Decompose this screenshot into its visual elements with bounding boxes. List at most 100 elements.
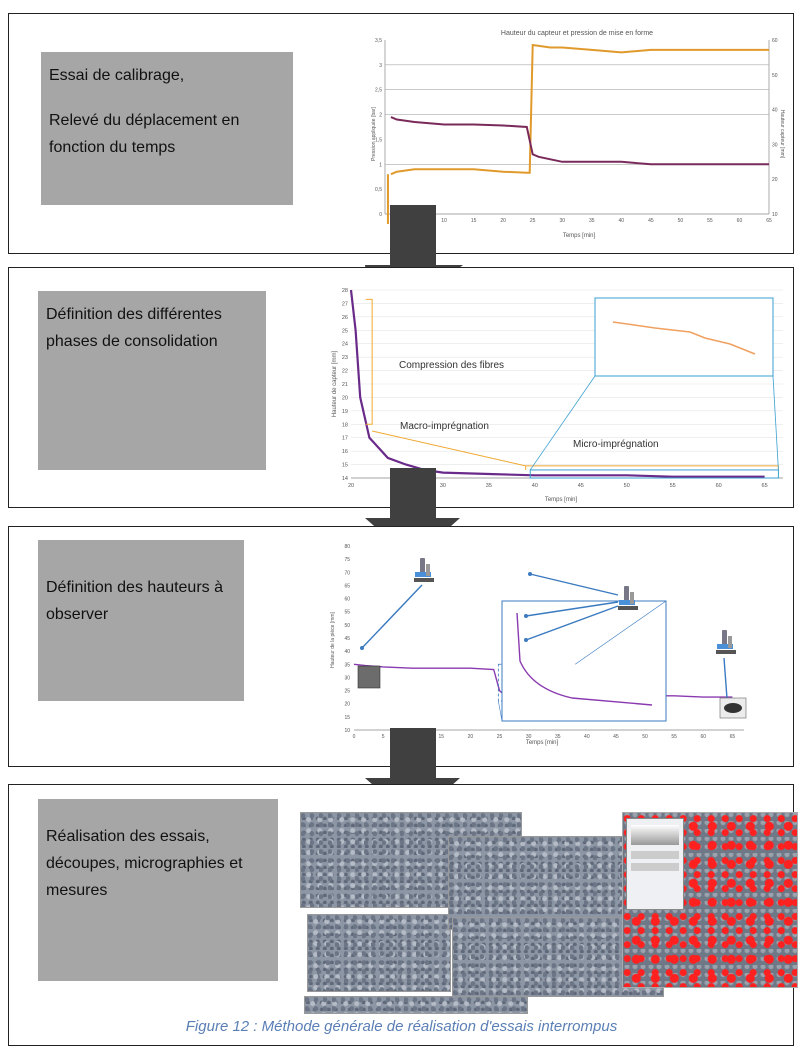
step-text: Définition des différentes phases de con… xyxy=(46,306,222,350)
y-tick-label-right: 40 xyxy=(772,108,778,114)
step-label-phases: Définition des différentes phases de con… xyxy=(38,291,266,470)
dialog-slider xyxy=(631,863,679,871)
y-tick-label: 25 xyxy=(344,689,350,695)
x-tick-label: 20 xyxy=(500,218,506,224)
zoom-box xyxy=(529,469,779,479)
y-tick-label-right: 60 xyxy=(772,38,778,44)
y-tick-label: 55 xyxy=(344,610,350,616)
pointer-arrow xyxy=(525,605,619,641)
y-tick-label: 15 xyxy=(344,715,350,721)
y-tick-label: 1,5 xyxy=(375,137,382,143)
step-label-hauteurs: Définition des hauteurs à observer xyxy=(38,540,244,701)
y-tick-label: 60 xyxy=(344,597,350,603)
x-tick-label: 0 xyxy=(353,734,356,740)
y-tick-label-right: 10 xyxy=(772,212,778,218)
y-tick-label-right: 30 xyxy=(772,142,778,148)
y-tick-label: 2,5 xyxy=(375,88,382,94)
annotation-compression: Compression des fibres xyxy=(399,360,504,371)
y-tick-label: 23 xyxy=(342,355,348,361)
y-tick-label: 2 xyxy=(379,113,382,119)
series-line xyxy=(349,289,765,478)
micrograph-image xyxy=(448,836,630,930)
annotation-micro: Micro-imprégnation xyxy=(573,439,659,450)
x-tick-label: 65 xyxy=(762,483,768,489)
y-tick-label: 16 xyxy=(342,449,348,455)
x-tick-label: 25 xyxy=(497,734,503,740)
chart-title: Hauteur du capteur et pression de mise e… xyxy=(501,30,653,37)
annotation-macro: Macro-imprégnation xyxy=(400,421,489,432)
y-tick-label: 0,5 xyxy=(375,187,382,193)
y-tick-label: 28 xyxy=(342,288,348,294)
pointer-arrow-head xyxy=(528,572,532,576)
step-text: Réalisation des essais, découpes, microg… xyxy=(46,828,243,899)
chart-xlabel: Temps [min] xyxy=(526,740,559,746)
x-tick-label: 50 xyxy=(624,483,630,489)
y-tick-label: 24 xyxy=(342,342,348,348)
x-tick-label: 40 xyxy=(532,483,538,489)
x-tick-label: 30 xyxy=(526,734,532,740)
y-tick-label: 70 xyxy=(344,570,350,576)
chart-ylabel-left: Pression appliquée [bar] xyxy=(371,106,377,161)
x-tick-label: 30 xyxy=(440,483,446,489)
x-tick-label: 45 xyxy=(578,483,584,489)
chart-ylabel: Hauteur de capteur [mm] xyxy=(332,350,338,417)
y-tick-label: 22 xyxy=(342,369,348,375)
y-tick-label: 21 xyxy=(342,382,348,388)
x-tick-label: 35 xyxy=(589,218,595,224)
x-tick-label: 5 xyxy=(382,734,385,740)
zoom-link xyxy=(498,701,503,722)
x-tick-label: 35 xyxy=(555,734,561,740)
figure-caption: Figure 12 : Méthode générale de réalisat… xyxy=(185,1018,618,1035)
microscope-icon xyxy=(414,558,434,582)
zoom-link xyxy=(529,375,596,471)
bracket-micro xyxy=(525,465,779,470)
y-tick-label: 40 xyxy=(344,649,350,655)
y-tick-label: 50 xyxy=(344,623,350,629)
x-tick-label: 50 xyxy=(642,734,648,740)
x-tick-label: 45 xyxy=(613,734,619,740)
y-tick-label: 14 xyxy=(342,476,348,482)
pointer-arrow-head xyxy=(360,646,364,650)
x-tick-label: 15 xyxy=(471,218,477,224)
bracket-compression xyxy=(365,298,373,425)
y-tick-label: 19 xyxy=(342,409,348,415)
x-tick-label: 65 xyxy=(766,218,772,224)
x-tick-label: 25 xyxy=(530,218,536,224)
y-tick-label: 27 xyxy=(342,301,348,307)
y-tick-label: 80 xyxy=(344,544,350,550)
zoom-link xyxy=(575,600,667,665)
dialog-slider xyxy=(631,851,679,859)
x-tick-label: 50 xyxy=(678,218,684,224)
series-line xyxy=(390,43,769,176)
inset-frame xyxy=(501,600,667,722)
chart-ylabel-right: Hauteur capteur [mm] xyxy=(779,110,785,159)
chart-hauteurs: Temps [min] Hauteur de la pièce [mm] Hau… xyxy=(322,540,752,746)
chart-calibrage: Hauteur du capteur et pression de mise e… xyxy=(367,26,787,241)
y-tick-label: 1 xyxy=(379,162,382,168)
series-line xyxy=(390,116,769,166)
x-tick-label: 55 xyxy=(707,218,713,224)
pointer-arrow xyxy=(525,601,619,617)
x-tick-label: 55 xyxy=(671,734,677,740)
pointer-arrow xyxy=(361,584,423,649)
x-tick-label: 60 xyxy=(737,218,743,224)
step-text: Définition des hauteurs à observer xyxy=(46,579,223,623)
chart-xlabel: Temps [min] xyxy=(563,233,596,239)
chart-calibrage-svg: Hauteur du capteur et pression de mise e… xyxy=(371,30,785,239)
y-tick-label: 18 xyxy=(342,422,348,428)
chart-xlabel: Temps [min] xyxy=(545,497,578,503)
x-tick-label: 20 xyxy=(348,483,354,489)
y-tick-label: 65 xyxy=(344,583,350,589)
y-tick-label: 25 xyxy=(342,328,348,334)
chart-hauteurs-svg: Temps [min] Hauteur de la pièce [mm] Hau… xyxy=(330,544,747,746)
pointer-arrow-head xyxy=(524,614,528,618)
microscope-icon xyxy=(716,630,736,654)
inset-series-line xyxy=(516,612,653,706)
micrograph-image xyxy=(304,996,528,1014)
y-tick-label: 3 xyxy=(379,63,382,69)
y-tick-label: 35 xyxy=(344,662,350,668)
sample-ring xyxy=(724,703,742,713)
histogram-icon xyxy=(631,825,679,845)
y-tick-label: 75 xyxy=(344,557,350,563)
